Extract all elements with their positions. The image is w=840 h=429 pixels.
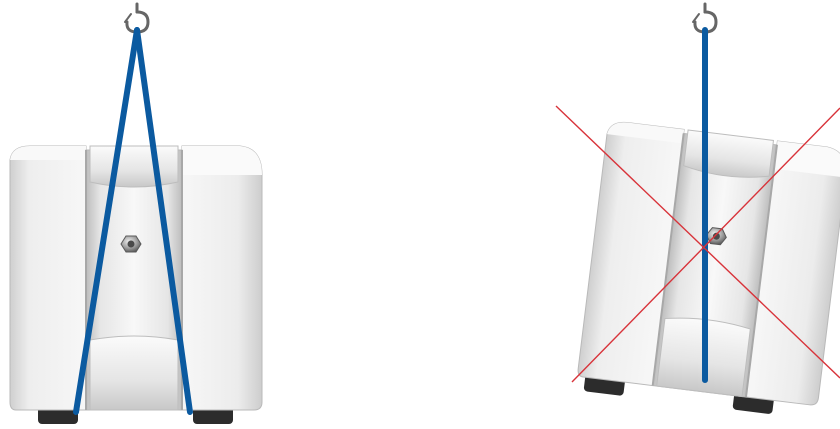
correct-lifting-panel <box>10 4 262 424</box>
pump-bottom-manifold <box>90 336 178 410</box>
pump-side-housing-right <box>182 146 262 410</box>
center-nut-icon <box>121 236 141 252</box>
incorrect-lifting-panel <box>556 4 840 420</box>
pump-top-manifold <box>90 146 178 187</box>
pump-side-housing-left <box>10 146 86 410</box>
